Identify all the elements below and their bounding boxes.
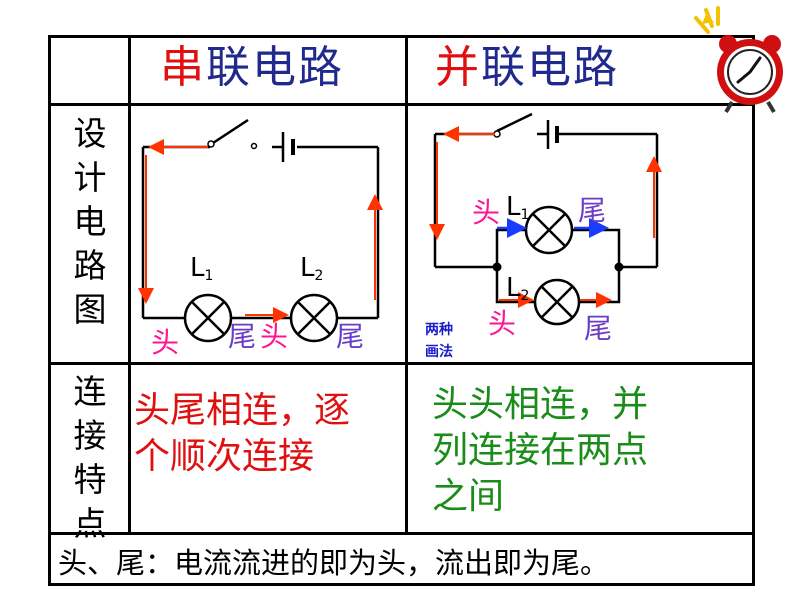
row-label-design-text: 设计电路图 bbox=[73, 114, 107, 329]
parallel-lamp-1 bbox=[524, 205, 574, 255]
parallel-feature-line1: 头头相连，并 bbox=[432, 384, 649, 425]
row-label-features: 连接特点 bbox=[68, 370, 112, 546]
series-tail-2: 尾 bbox=[336, 320, 364, 353]
parallel-switch-blade bbox=[496, 112, 533, 133]
series-circuit-header: 串联电路 bbox=[160, 38, 344, 98]
parallel-tail-2: 尾 bbox=[584, 312, 612, 345]
parallel-lamp-2 bbox=[533, 278, 581, 326]
parallel-feature-line3: 之间 bbox=[432, 476, 505, 517]
parallel-header-prefix: 并 bbox=[435, 42, 481, 93]
series-feature-text: 头尾相连，逐 个顺次连接 bbox=[134, 388, 402, 480]
grid-line-design-bottom bbox=[48, 362, 755, 365]
series-switch-blade bbox=[212, 118, 249, 145]
series-lamp-1 bbox=[183, 293, 233, 343]
parallel-lamp2-label: L2 bbox=[506, 273, 529, 304]
series-head-2: 头 bbox=[260, 320, 288, 353]
grid-line-features-bottom bbox=[48, 532, 755, 535]
grid-line-right bbox=[752, 35, 755, 586]
grid-line-col2 bbox=[405, 35, 408, 535]
two-ways-note-line2: 画法 bbox=[425, 343, 453, 360]
parallel-header-suffix: 联电路 bbox=[481, 42, 619, 93]
series-lamp-2 bbox=[289, 293, 339, 343]
series-lamp2-label: L2 bbox=[300, 253, 323, 284]
grid-line-left bbox=[48, 35, 51, 586]
parallel-head-1: 头 bbox=[472, 196, 500, 229]
grid-line-header-bottom bbox=[48, 103, 755, 106]
grid-line-bottom bbox=[48, 583, 755, 586]
parallel-junction-right bbox=[614, 262, 624, 272]
parallel-lamp1-label: L1 bbox=[506, 192, 529, 223]
series-header-suffix: 联电路 bbox=[206, 42, 344, 93]
grid-line-top bbox=[48, 35, 755, 38]
parallel-head-2: 头 bbox=[488, 307, 516, 340]
footer-note: 头、尾：电流流进的即为头，流出即为尾。 bbox=[58, 546, 610, 580]
row-label-features-text: 连接特点 bbox=[73, 372, 107, 543]
row-label-design: 设计电路图 bbox=[68, 112, 112, 332]
two-ways-note-line1: 两种 bbox=[425, 321, 453, 338]
series-lamp1-label: L1 bbox=[190, 253, 213, 284]
parallel-tail-1: 尾 bbox=[578, 194, 606, 227]
series-head-1: 头 bbox=[151, 326, 179, 359]
alarm-clock-icon bbox=[694, 6, 783, 114]
parallel-feature-line2: 列连接在两点 bbox=[432, 430, 649, 471]
series-feature-line1: 头尾相连，逐 bbox=[134, 390, 351, 431]
parallel-junction-left bbox=[492, 262, 502, 272]
series-tail-1: 尾 bbox=[228, 320, 256, 353]
series-feature-line2: 个顺次连接 bbox=[134, 436, 315, 477]
grid-line-col1 bbox=[128, 35, 131, 535]
parallel-feature-text: 头头相连，并 列连接在两点 之间 bbox=[432, 382, 742, 520]
series-switch-pivot bbox=[207, 140, 215, 148]
series-header-prefix: 串 bbox=[160, 42, 206, 93]
parallel-circuit-header: 并联电路 bbox=[435, 38, 619, 98]
